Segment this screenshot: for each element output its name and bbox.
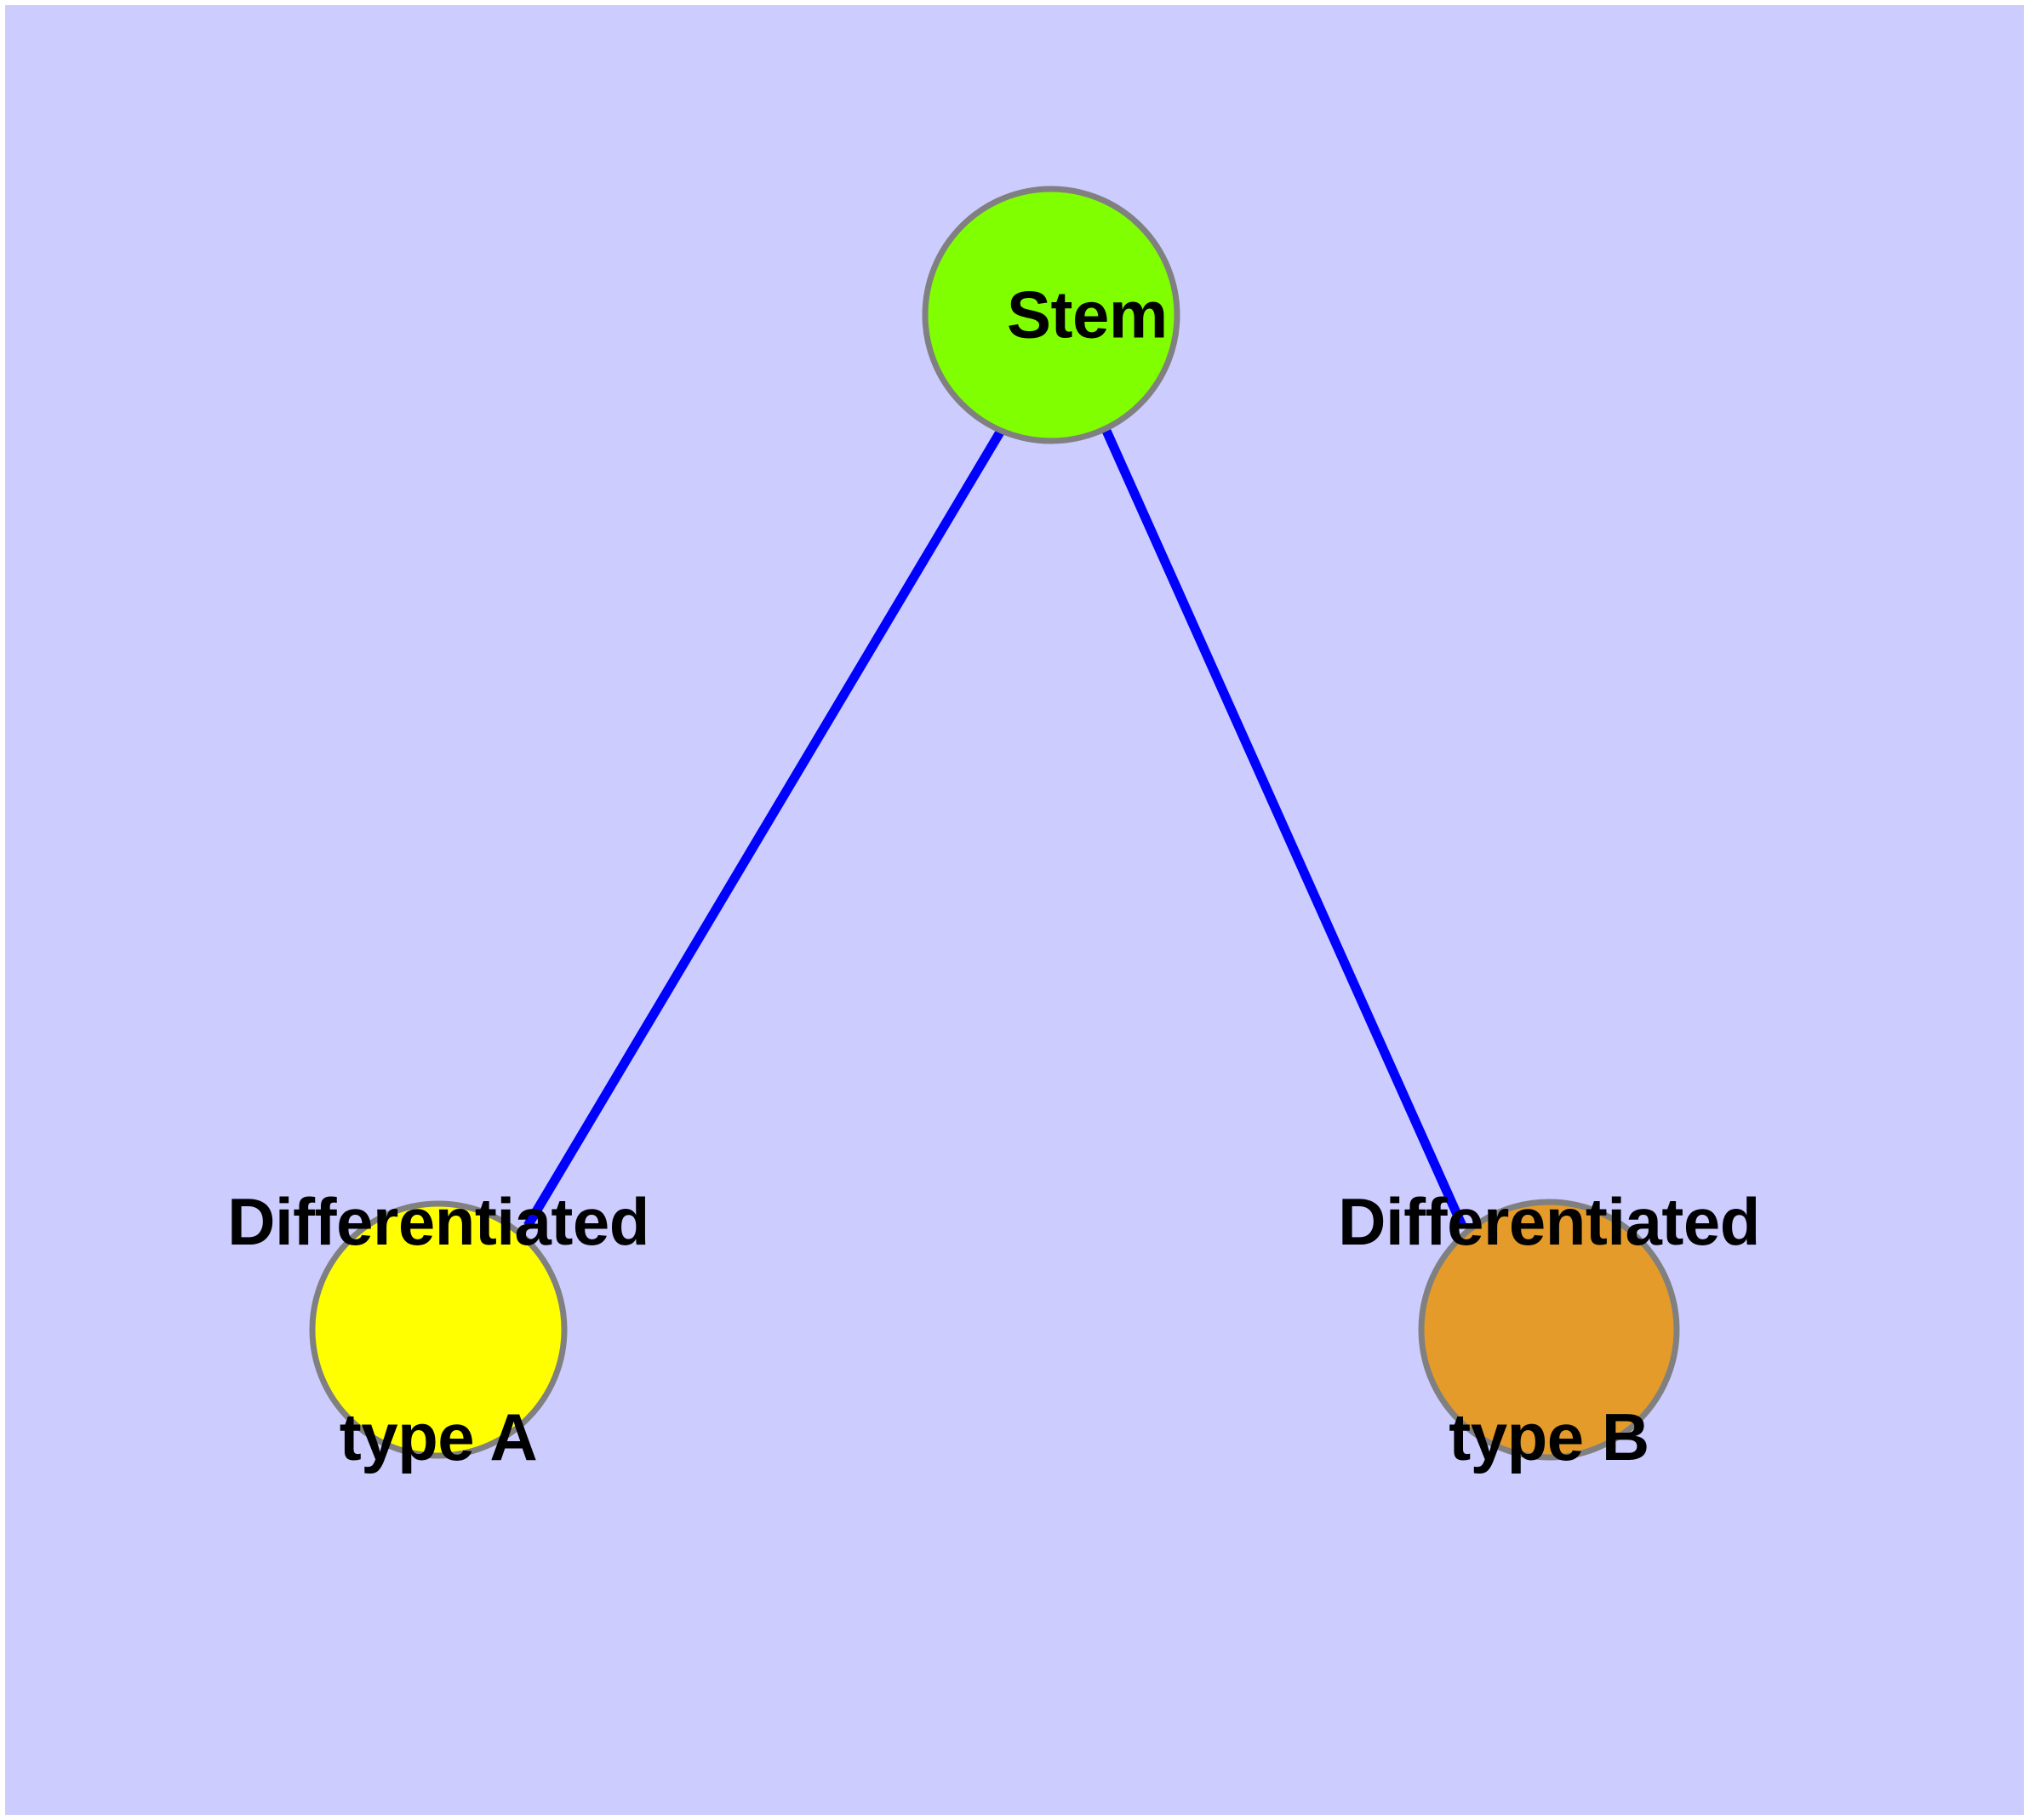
edge-layer [523,428,1467,1228]
node-circle-diff-a[interactable] [309,1200,568,1459]
node-layer [309,186,1680,1461]
edge-stem-to-diff-a [523,428,1005,1228]
node-circle-stem[interactable] [922,186,1180,444]
node-circle-diff-b[interactable] [1418,1199,1680,1461]
edge-stem-to-diff-b [1101,428,1467,1228]
